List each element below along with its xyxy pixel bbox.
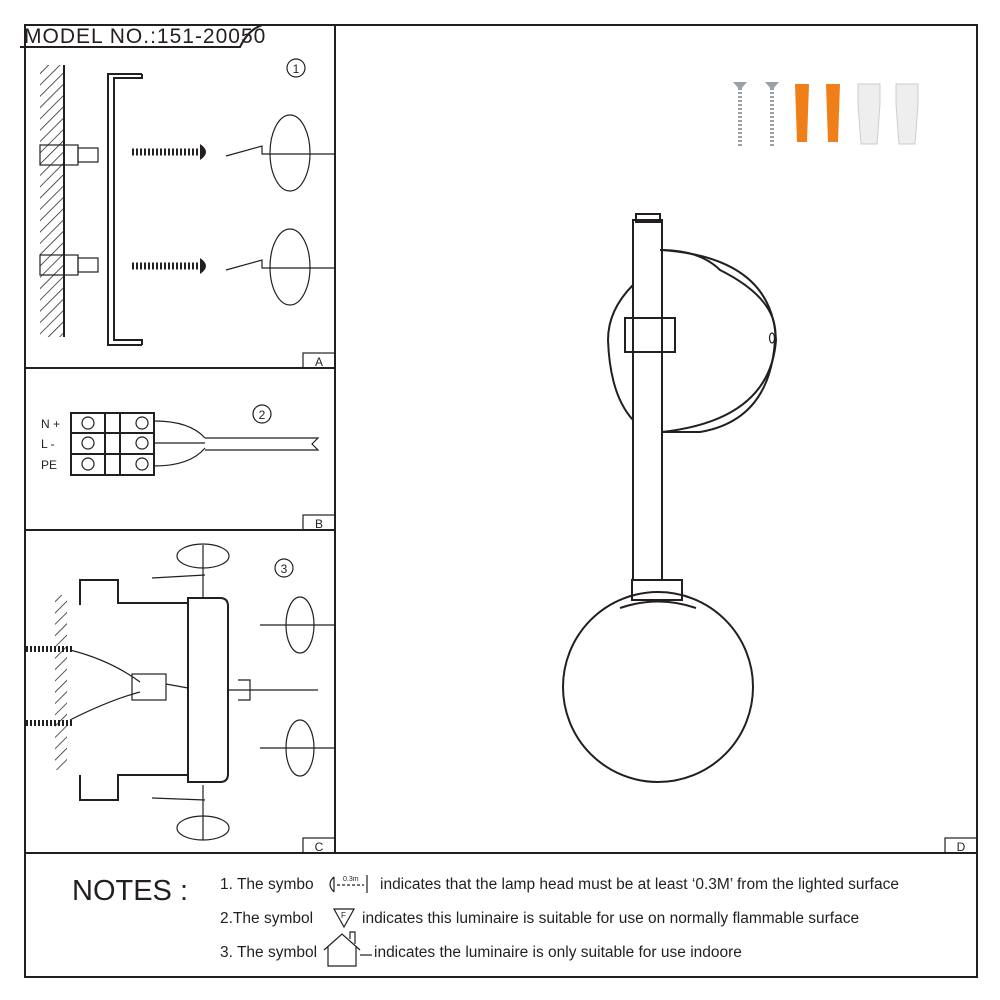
note-2-prefix: 2.The symbol [220, 910, 313, 927]
panel-label: A [315, 355, 323, 369]
terminal-label-pe: PE [41, 458, 57, 472]
model-number-header: MODEL NO.:151-20050 [20, 24, 266, 48]
screw-icon [733, 82, 779, 148]
wall-lamp-drawing [562, 213, 778, 783]
indoor-house-icon [323, 931, 372, 967]
step-number: 2 [259, 408, 266, 422]
panel-c-assembly: 3 C [26, 543, 336, 854]
accessories [733, 82, 919, 148]
symbol-distance-text: 0.3m [343, 876, 359, 883]
mounting-bracket [107, 73, 143, 346]
wire-connector-icon [857, 83, 919, 145]
step-number: 1 [293, 62, 300, 76]
panel-label: D [957, 840, 966, 854]
wall-plug-icon [795, 84, 840, 142]
screw-icon [132, 144, 206, 274]
terminal-label-l: L - [41, 437, 55, 451]
note-1-text: indicates that the lamp head must be at … [380, 876, 899, 893]
note-2-text: indicates this luminaire is suitable for… [362, 910, 859, 927]
model-number: MODEL NO.:151-20050 [24, 25, 266, 48]
symbol-f-text: F [341, 911, 346, 920]
notes-section: NOTES : 1. The symbo 0.3m indicates that… [72, 875, 899, 967]
panel-a-mounting: 1 A [39, 58, 336, 369]
notes-title: NOTES : [72, 875, 188, 907]
panel-label: B [315, 517, 323, 531]
frame [24, 24, 978, 978]
panel-d-product: D [562, 82, 978, 854]
note-3-text: indicates the luminaire is only suitable… [374, 944, 742, 961]
rotate-arrow-icon [151, 543, 334, 841]
note-3-prefix: 3. The symbol [220, 944, 317, 961]
rotate-arrow-icon [225, 114, 334, 306]
panel-b-wiring: N + L - PE 2 B [41, 404, 336, 531]
terminal-label-n: N + [41, 417, 60, 431]
terminal-screw-icon [81, 416, 149, 471]
panel-label: C [315, 840, 324, 854]
flammable-surface-icon: F [332, 908, 356, 929]
distance-symbol-icon: 0.3m [329, 875, 368, 893]
note-1-prefix: 1. The symbo [220, 876, 314, 893]
wall-anchor-icon [39, 144, 99, 276]
step-number: 3 [281, 562, 288, 576]
